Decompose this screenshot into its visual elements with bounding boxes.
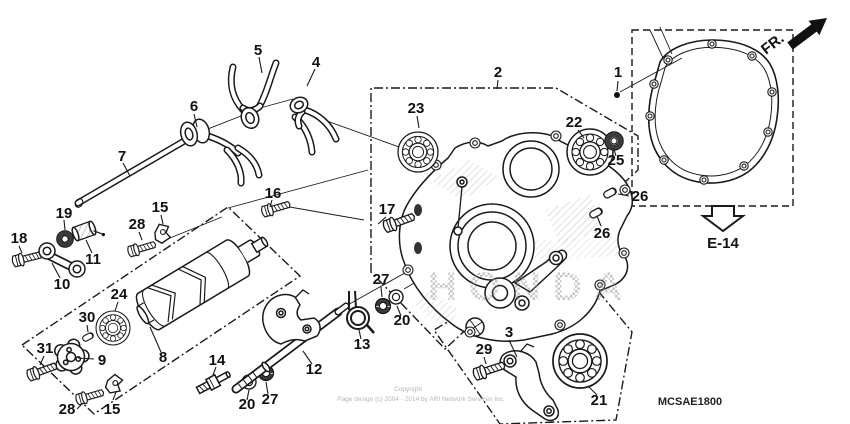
callout-14[interactable]: 14 (209, 352, 226, 369)
callout-27-a[interactable]: 27 (262, 391, 279, 408)
shift-drum-star-9 (53, 338, 90, 375)
nut-25 (604, 131, 624, 151)
watermark-copyright-line1: Copyright (394, 386, 422, 393)
bolt-28-b (73, 385, 106, 407)
callout-15-b[interactable]: 15 (104, 401, 121, 418)
front-direction-label: FR. (758, 30, 788, 58)
callout-11[interactable]: 11 (85, 251, 101, 268)
watermark-copyright-line2: Page design (c) 2004 - 2014 by ARI Netwo… (337, 396, 505, 403)
gasket-reference-box (631, 29, 794, 207)
callout-10[interactable]: 10 (54, 276, 71, 293)
fork-shaft-7 (74, 136, 190, 208)
reference-label[interactable]: E-14 (707, 235, 739, 252)
bearing-24 (95, 310, 131, 346)
callout-21[interactable]: 21 (591, 392, 608, 409)
callout-29[interactable]: 29 (476, 341, 493, 358)
callout-6[interactable]: 6 (190, 98, 198, 115)
stopper-plate-15-a (153, 222, 172, 245)
callout-27-b[interactable]: 27 (373, 271, 390, 288)
callout-22[interactable]: 22 (566, 114, 583, 131)
shift-fork-5 (227, 59, 280, 130)
shift-fork-4 (289, 96, 340, 156)
callout-28-b[interactable]: 28 (59, 401, 76, 418)
callout-24[interactable]: 24 (111, 286, 128, 303)
gasket-1 (614, 26, 780, 185)
callout-26-b[interactable]: 26 (594, 225, 611, 242)
down-arrow-icon (700, 205, 746, 233)
callout-25[interactable]: 25 (608, 152, 625, 169)
bolt-18 (10, 247, 44, 269)
callout-20-a[interactable]: 20 (239, 396, 256, 413)
callout-5[interactable]: 5 (254, 42, 262, 59)
callout-16[interactable]: 16 (265, 185, 282, 202)
detent-roller-11 (71, 220, 105, 242)
callout-8[interactable]: 8 (159, 349, 167, 366)
callout-12[interactable]: 12 (306, 361, 323, 378)
callout-1[interactable]: 1 (614, 64, 622, 81)
callout-13[interactable]: 13 (354, 336, 371, 353)
return-spring-13 (346, 290, 375, 334)
collar-19 (56, 230, 74, 248)
callout-20-b[interactable]: 20 (394, 312, 411, 329)
leader-lines (18, 56, 683, 410)
gearshift-spindle-12 (231, 289, 350, 394)
bolt-29 (471, 357, 508, 383)
front-arrow-icon (787, 18, 827, 50)
callout-2[interactable]: 2 (494, 64, 502, 81)
part-callouts: 1 2 3 4 5 6 7 8 9 10 11 12 13 14 15 15 1… (11, 42, 649, 418)
neutral-switch-14 (195, 371, 231, 395)
callout-18[interactable]: 18 (11, 230, 28, 247)
bearing-21 (552, 333, 608, 389)
gearshift-arm-3 (499, 343, 560, 422)
callout-23[interactable]: 23 (408, 100, 425, 117)
callout-7[interactable]: 7 (118, 148, 126, 165)
bolt-31 (24, 358, 60, 384)
callout-19[interactable]: 19 (56, 205, 73, 222)
stopper-plate-15-b (103, 372, 126, 397)
reference-link[interactable]: E-14 (700, 205, 746, 252)
callout-26-a[interactable]: 26 (632, 188, 649, 205)
crankcase-cover-2 (398, 130, 633, 342)
bolt-28-a (125, 237, 158, 259)
link-arm-10 (38, 242, 86, 278)
callout-3[interactable]: 3 (505, 324, 513, 341)
diagram-code: MCSAE1800 (658, 396, 722, 408)
callout-17[interactable]: 17 (379, 201, 396, 218)
drum-group-box (20, 206, 302, 415)
brand-watermark: HONDA (428, 265, 635, 309)
bearing-23 (397, 131, 439, 173)
callout-28-a[interactable]: 28 (129, 216, 146, 233)
callout-9[interactable]: 9 (98, 352, 106, 369)
dowel-pin-30 (81, 331, 95, 343)
dowel-point-1 (614, 92, 620, 98)
gearshift-drum-8 (135, 236, 269, 331)
cover-group-box (370, 87, 639, 350)
callout-15-a[interactable]: 15 (152, 199, 169, 216)
callout-31[interactable]: 31 (37, 340, 54, 357)
callout-4[interactable]: 4 (312, 54, 321, 71)
callout-30[interactable]: 30 (79, 309, 96, 326)
